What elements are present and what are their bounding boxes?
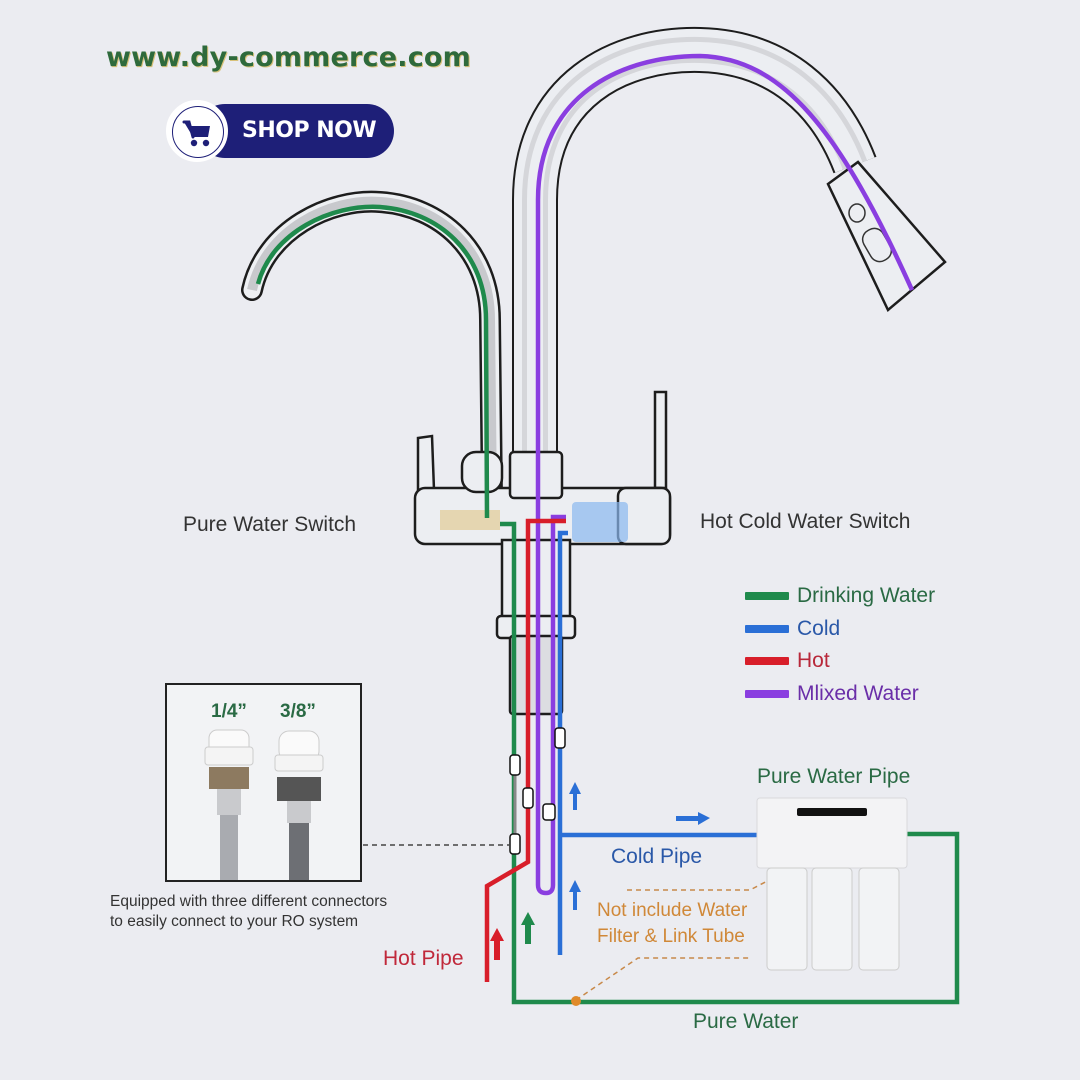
leader-lines: [363, 844, 776, 1001]
cold-pipe-label: Cold Pipe: [611, 845, 703, 868]
arrow-up-cold-2: [569, 880, 581, 910]
legend-item-mixed: Mlixed Water: [745, 678, 935, 711]
shop-now-pill[interactable]: [198, 104, 394, 158]
legend-item-drinking: Drinking Water: [745, 580, 935, 613]
mixed-water-line: [535, 53, 915, 470]
hot-line: [484, 518, 566, 982]
hot-cold-water-switch-label: Hot Cold Water Switch: [700, 510, 911, 533]
pure-water-cartridge: [440, 510, 500, 530]
connector-caption: Equipped with three different connectors…: [110, 892, 387, 932]
pure-water-pipe-label: Pure Water Pipe: [757, 765, 911, 788]
filter-note-line-2: Filter & Link Tube: [597, 926, 745, 947]
arrow-right-cold: [676, 812, 710, 825]
arrow-up-hot: [490, 928, 504, 960]
legend-swatch: [745, 657, 789, 666]
drinking-water-line: [255, 204, 490, 519]
legend-item-hot: Hot: [745, 645, 935, 678]
legend-swatch: [745, 624, 789, 633]
hot-cold-cartridge: [572, 502, 628, 542]
connector-hoses-image: [204, 729, 324, 880]
drinking-water-feed: [500, 521, 960, 1005]
shop-now-label: SHOP NOW: [242, 118, 377, 143]
connector-inset: 1/4” 3/8”: [165, 683, 362, 882]
caption-line-2: to easily connect to your RO system: [110, 913, 359, 930]
connector-size-quarter: 1/4”: [211, 701, 247, 722]
arrow-up-drinking: [521, 912, 535, 944]
legend-label: Cold: [797, 616, 841, 640]
filter-note: Not include Water Filter & Link Tube: [597, 898, 747, 950]
cold-line: [557, 530, 568, 955]
pipes: [255, 53, 960, 1005]
legend-label: Drinking Water: [797, 584, 936, 608]
drinking-spout: [241, 190, 503, 511]
arrow-up-cold-1: [569, 782, 581, 810]
filter-note-line-1: Not include Water: [597, 900, 748, 921]
legend-item-cold: Cold: [745, 613, 935, 646]
shopping-cart-icon: [182, 120, 210, 147]
hose-connectors: [509, 727, 566, 855]
legend-swatch: [745, 689, 789, 698]
pure-water-switch-label: Pure Water Switch: [183, 513, 357, 536]
caption-line-1: Equipped with three different connectors: [110, 893, 388, 910]
flow-arrows: [490, 782, 710, 960]
shop-now-button[interactable]: SHOP NOW: [166, 100, 396, 162]
hot-pipe-label: Hot Pipe: [383, 947, 464, 970]
main-spout: [512, 26, 947, 470]
connector-size-three-eighths: 3/8”: [280, 701, 316, 722]
legend-swatch: [745, 592, 789, 601]
cart-badge: [166, 100, 228, 162]
mixed-water-loop: [535, 470, 566, 896]
pure-water-label: Pure Water: [693, 1010, 799, 1033]
note-dot-pipe: [571, 996, 581, 1006]
ro-filter-system: [756, 797, 908, 971]
legend-label: Mlixed Water: [797, 681, 919, 705]
legend-label: Hot: [797, 649, 830, 673]
legend: Drinking Water Cold Hot Mlixed Water: [745, 580, 935, 710]
site-url[interactable]: www.dy-commerce.com: [106, 42, 472, 73]
